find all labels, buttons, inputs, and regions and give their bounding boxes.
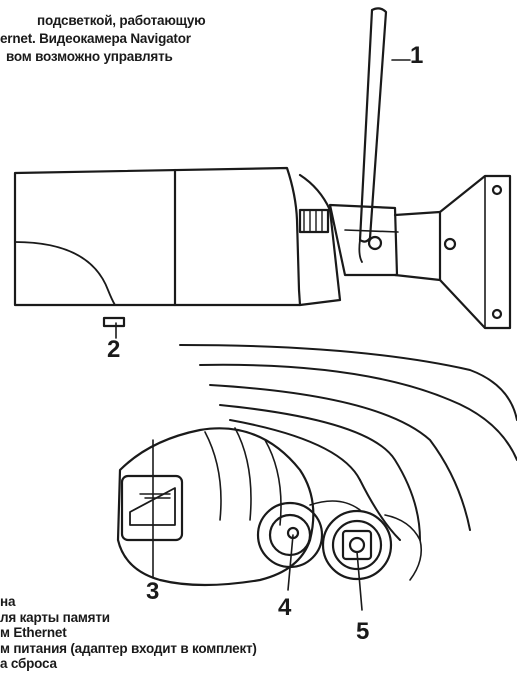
ethernet-connector [116, 427, 315, 587]
legend-item: на [0, 594, 16, 609]
callout-1: 1 [410, 42, 424, 69]
intro-line: подсветкой, работающую [37, 13, 206, 28]
callout-5: 5 [356, 618, 370, 645]
callout-lines [115, 59, 411, 611]
callout-2: 2 [107, 336, 121, 363]
camera-body [13, 166, 512, 330]
legend-item: а сброса [0, 656, 57, 671]
cables [179, 344, 517, 541]
intro-text: подсветкой, работающую ernet. Видеокамер… [0, 12, 300, 66]
legend-item: ля карты памяти [0, 609, 110, 625]
antenna [358, 7, 388, 263]
legend-item: м Ethernet [0, 625, 67, 640]
callout-3: 3 [146, 578, 160, 605]
intro-line: ernet. Видеокамера Navigator [0, 31, 191, 46]
power-connector [256, 500, 361, 569]
reset-connector [321, 509, 423, 581]
legend-list: на ля карты памяти м Ethernet м питания … [0, 594, 257, 672]
legend-item: м питания (адаптер входит в комплект) [0, 640, 257, 656]
intro-line: вом возможно управлять [6, 49, 173, 64]
callout-4: 4 [278, 594, 292, 621]
